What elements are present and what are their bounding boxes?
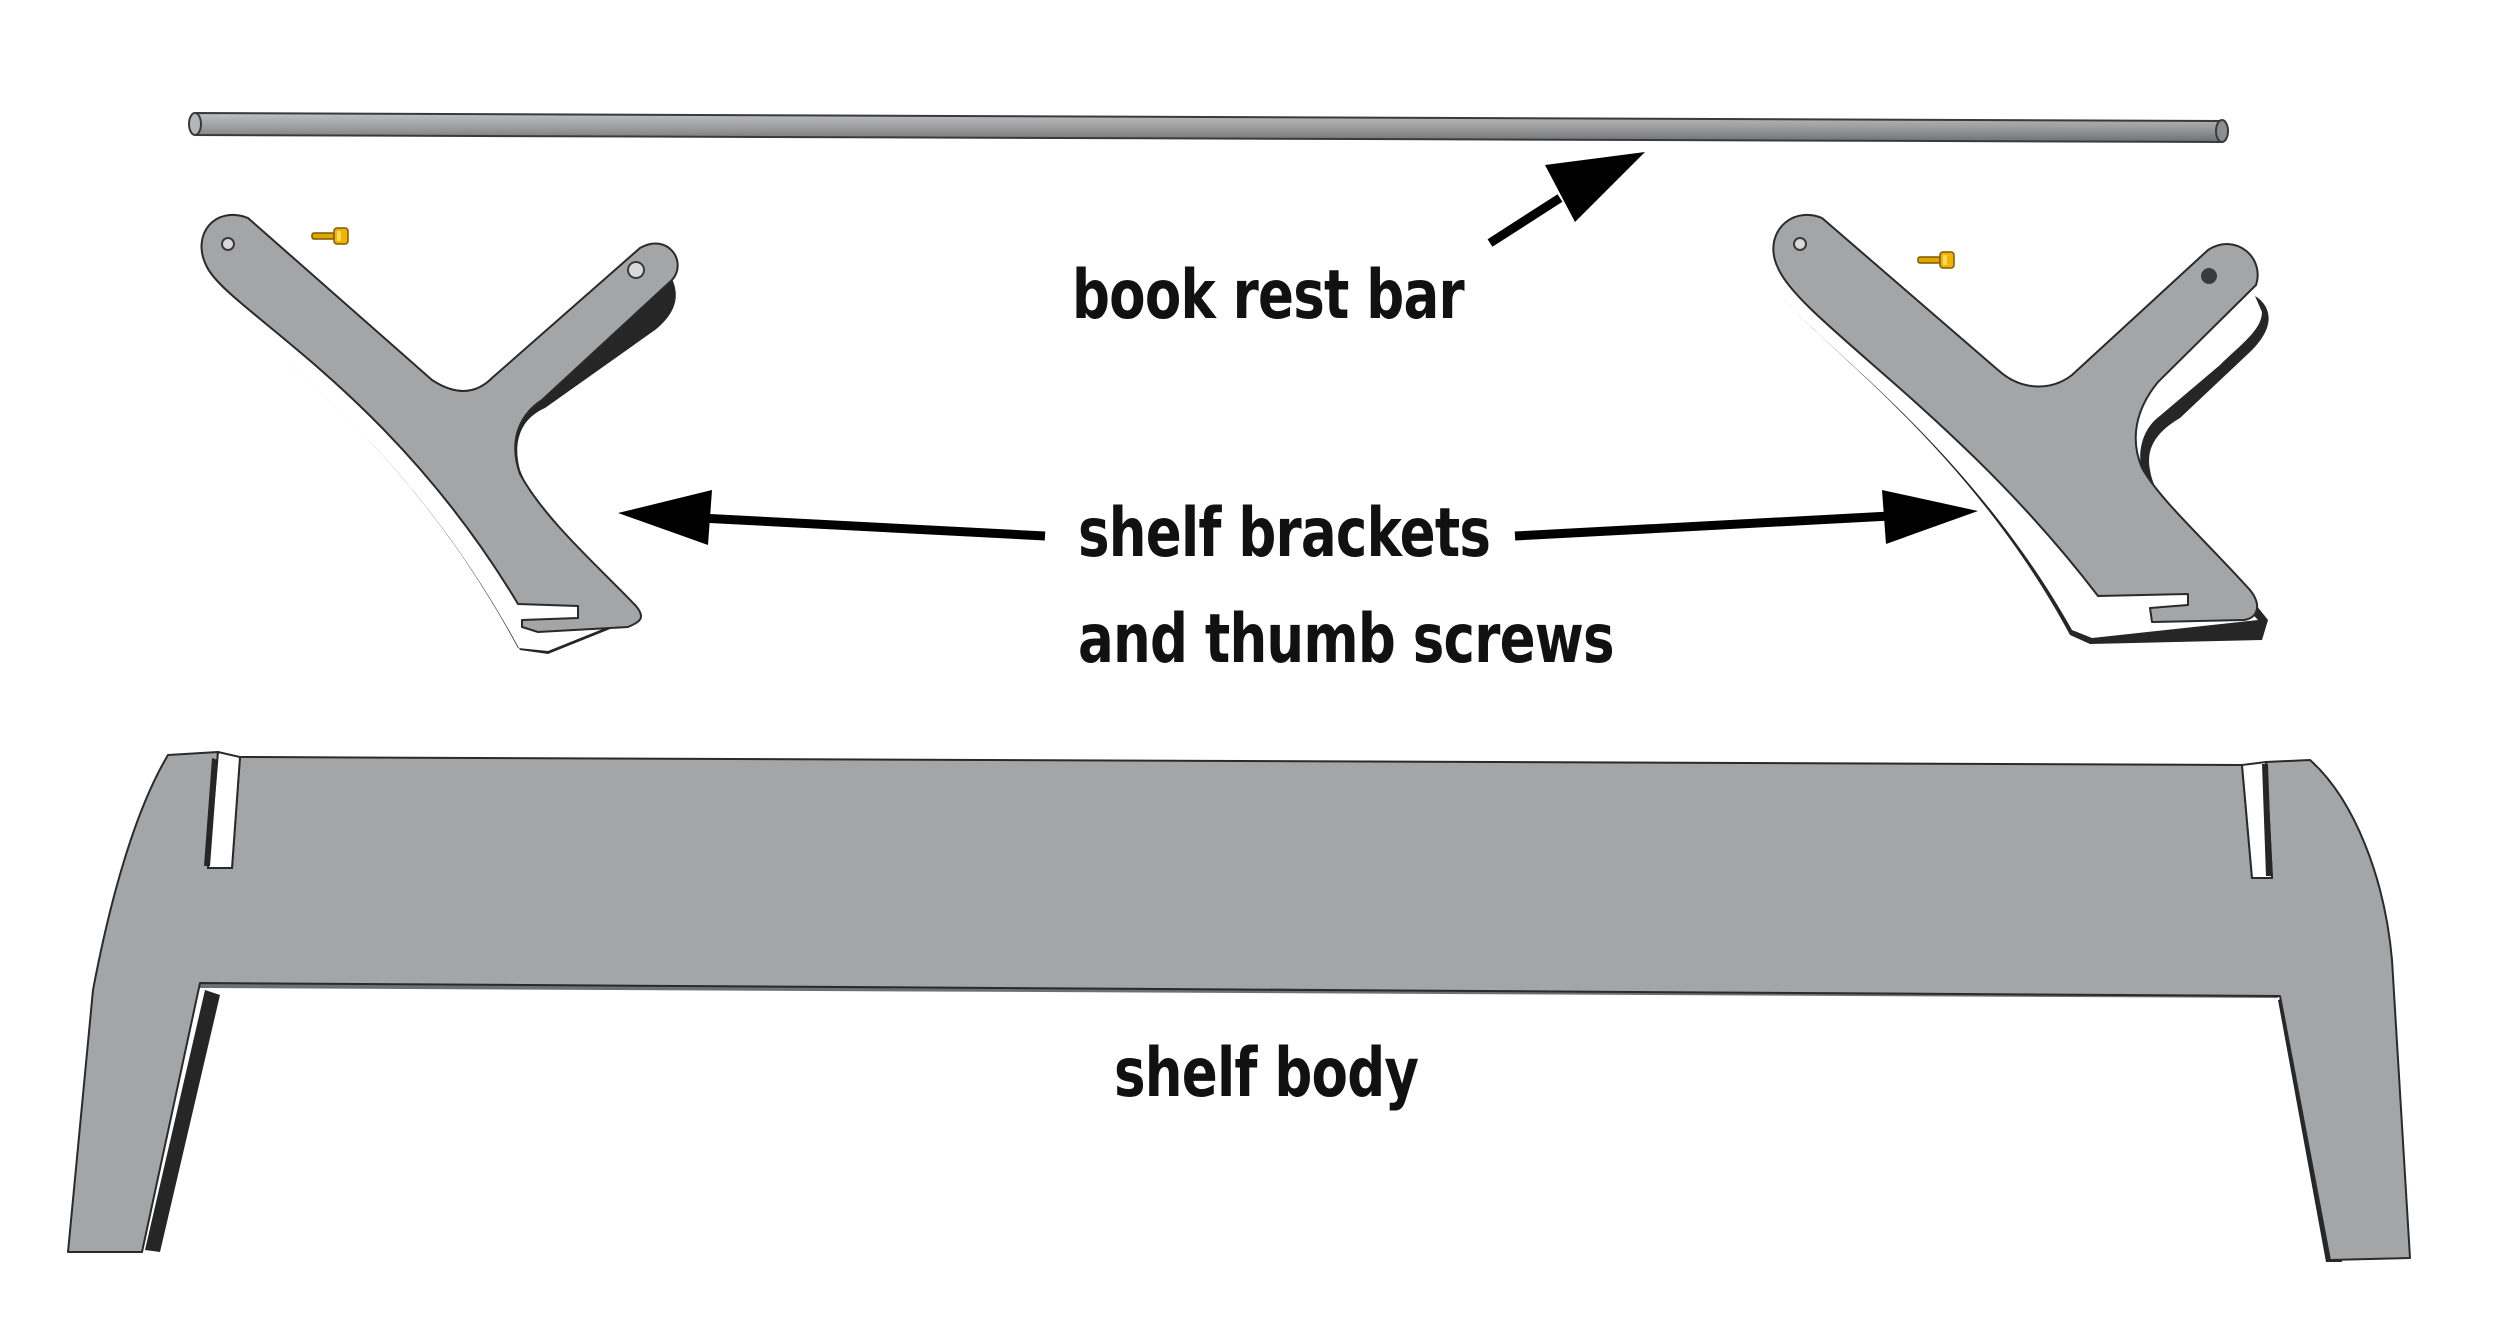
book-rest-bar <box>188 111 2229 144</box>
thumb-screw-icon <box>311 227 349 245</box>
left-shelf-bracket <box>200 213 679 654</box>
arrow-icon <box>618 490 1046 545</box>
shelf-body <box>67 750 2411 1262</box>
arrow-icon <box>1514 490 1978 544</box>
arrow-icon <box>1487 152 1645 247</box>
book-rest-bar-label: book rest bar <box>1072 256 1465 335</box>
thumb-screws-label: and thumb screws <box>1078 600 1615 679</box>
shelf-brackets-label: shelf brackets <box>1078 494 1491 573</box>
shelf-body-label: shelf body <box>1114 1034 1419 1113</box>
thumb-screw-icon <box>1917 251 1955 269</box>
shelf-body-left-edge <box>145 990 220 1252</box>
right-shelf-bracket <box>1772 213 2269 644</box>
